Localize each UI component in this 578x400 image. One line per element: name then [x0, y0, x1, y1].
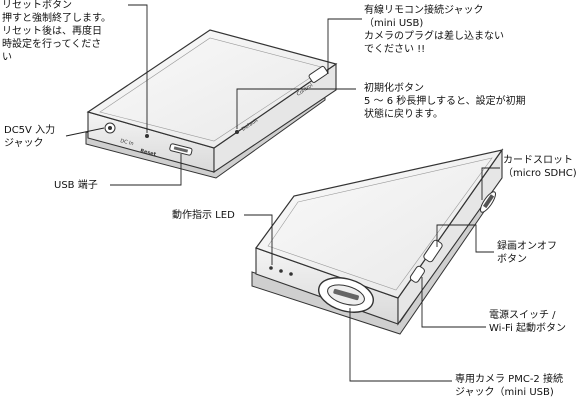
- leader-dc: [65, 127, 105, 137]
- remote-label-line-2: （mini USB): [364, 18, 424, 29]
- rec-label-line-2: ボタン: [497, 254, 527, 265]
- rec-button-label: 録画オンオフ ボタン: [497, 240, 557, 266]
- usb-port-label: USB 端子: [54, 180, 98, 191]
- rec-label-line-1: 録画オンオフ: [497, 241, 557, 252]
- init-label-line-2: 5 ～ 6 秒長押しすると、設定が初期: [364, 96, 526, 107]
- led-2: [279, 269, 283, 273]
- leader-lines: [65, 4, 500, 382]
- card-slot-label: カードスロット （micro SDHC): [503, 154, 577, 180]
- device-bottom: [251, 148, 504, 335]
- init-label-line-1: 初期化ボタン: [364, 83, 424, 94]
- power-switch-label: 電源スイッチ / Wi-Fi 起動ボタン: [489, 309, 566, 335]
- camera-jack-label: 専用カメラ PMC-2 接続 ジャック（mini USB): [455, 373, 563, 399]
- reset-label-line-4: 時設定を行ってくださ: [2, 39, 102, 50]
- rec-button-shape: [423, 239, 443, 263]
- reset-label-line-1: リセットボタン: [2, 0, 72, 11]
- card-label-line-1: カードスロット: [503, 155, 573, 166]
- reset-label-line-3: リセット後は、再度日: [2, 26, 102, 37]
- init-label-line-3: 状態に戻ります。: [364, 109, 443, 120]
- default-pinhole: [235, 130, 239, 134]
- dc-jack-label: DC5V 入力 ジャック: [4, 124, 55, 150]
- remote-jack-label: 有線リモコン接続ジャック （mini USB) カメラのプラグは差し込まない で…: [364, 4, 504, 56]
- power-label-line-1: 電源スイッチ /: [489, 310, 556, 321]
- device-top: DC In Reset Default Control: [85, 29, 338, 179]
- leader-led: [244, 214, 273, 265]
- led-3: [289, 272, 293, 276]
- dc-label-line-2: ジャック: [4, 138, 44, 149]
- leader-card: [481, 167, 500, 200]
- reset-label-line-5: い: [2, 52, 12, 63]
- leader-reset: [128, 4, 148, 133]
- power-switch-shape: [409, 265, 425, 283]
- remote-label-line-3: カメラのプラグは差し込まない: [364, 31, 504, 42]
- remote-port: [308, 65, 328, 83]
- device-top-lid: [86, 29, 338, 149]
- remote-label-line-4: でください !!: [364, 44, 426, 55]
- leader-remote: [327, 18, 362, 74]
- leader-usb: [110, 154, 182, 186]
- dc-in-mark: DC In: [120, 138, 135, 147]
- reset-mark: Reset: [140, 148, 158, 158]
- init-button-label: 初期化ボタン 5 ～ 6 秒長押しすると、設定が初期 状態に戻ります。: [364, 82, 526, 121]
- reset-pinhole: [145, 134, 149, 138]
- led-1: [269, 266, 273, 270]
- leader-camera: [349, 308, 452, 382]
- reset-label-line-2: 押すと強制終了します。: [2, 13, 111, 24]
- leader-init: [236, 88, 356, 129]
- power-label-line-2: Wi-Fi 起動ボタン: [489, 323, 567, 334]
- dc-label-line-1: DC5V 入力: [4, 125, 56, 136]
- led-label: 動作指示 LED: [172, 210, 235, 221]
- camera-label-line-1: 専用カメラ PMC-2 接続: [455, 374, 563, 385]
- leader-power: [421, 277, 486, 328]
- reset-button-label: リセットボタン 押すと強制終了します。 リセット後は、再度日 時設定を行ってくだ…: [2, 0, 111, 64]
- card-label-line-2: （micro SDHC): [503, 168, 577, 179]
- leader-rec: [436, 224, 494, 253]
- camera-label-line-2: ジャック（mini USB): [455, 387, 554, 398]
- remote-label-line-1: 有線リモコン接続ジャック: [364, 5, 484, 16]
